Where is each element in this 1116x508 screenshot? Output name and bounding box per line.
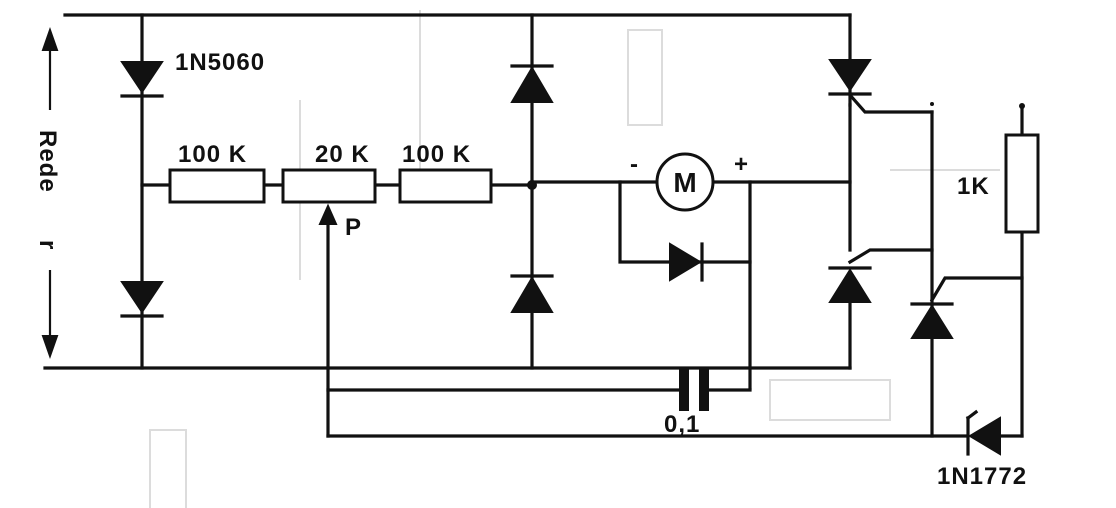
background-ghost-traces	[149, 10, 1000, 508]
resistor-100k-right	[398, 168, 493, 204]
diode-bridge-bottom	[510, 274, 554, 313]
resistor-20k-pot	[281, 168, 377, 204]
scr-lower-middle	[828, 266, 872, 303]
diode-left-bottom	[120, 281, 164, 318]
diode-freewheel	[669, 242, 704, 282]
scr-top-right	[828, 59, 872, 96]
label-1n5060: 1N5060	[175, 49, 265, 76]
label-resistor-1: 100 K	[178, 141, 247, 168]
wiper-arrow-icon	[318, 203, 338, 225]
label-motor-minus: -	[630, 151, 639, 178]
label-wiper-p: P	[345, 214, 362, 241]
label-diac: 1N1772	[937, 463, 1027, 490]
diac-1n1772	[965, 409, 1001, 456]
label-supply-rede: Rede	[34, 130, 61, 193]
junction-dots	[527, 102, 1025, 190]
label-resistor-1k: 1K	[957, 173, 990, 200]
diode-bridge-top	[510, 64, 554, 103]
arrow-down-icon	[41, 335, 59, 360]
label-motor: M	[673, 167, 696, 198]
label-capacitor: 0,1	[664, 411, 700, 438]
label-resistor-2: 100 K	[402, 141, 471, 168]
capacitor-0-1	[679, 369, 709, 411]
label-motor-plus: +	[734, 151, 749, 178]
arrow-up-icon	[41, 26, 59, 51]
diode-1n5060-top	[120, 61, 164, 98]
label-supply-r: r	[34, 240, 61, 250]
resistor-100k-left	[168, 168, 266, 204]
motor-circle	[655, 152, 715, 212]
scr-far-right	[910, 302, 954, 339]
label-resistor-pot: 20 K	[315, 141, 370, 168]
resistor-1k	[1004, 133, 1040, 234]
